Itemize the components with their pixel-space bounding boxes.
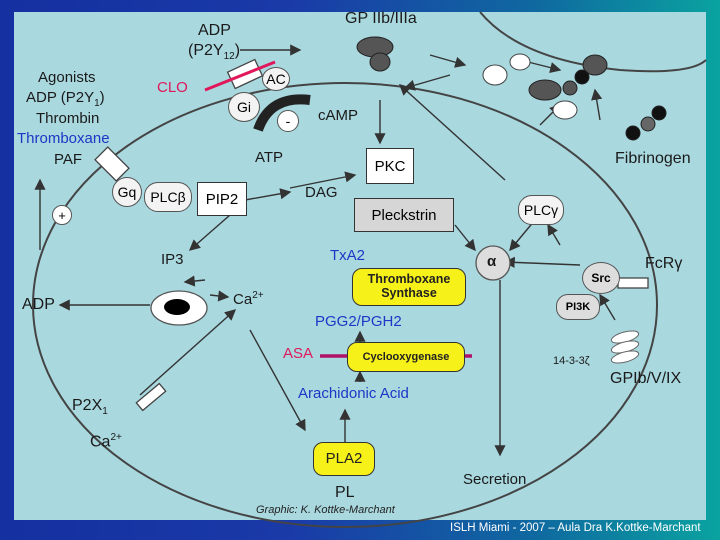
camp-arrow <box>253 94 311 132</box>
p2y12-label: (P2Y12) <box>188 42 241 63</box>
thrombin-label: Thrombin <box>36 110 100 127</box>
ip3-label: IP3 <box>161 251 184 268</box>
thromboxane-synthase-pill: Thromboxane Synthase <box>352 268 466 306</box>
integrin-icon <box>482 64 508 86</box>
fibrinogen-label: Fibrinogen <box>615 150 691 167</box>
clo-label: CLO <box>157 79 188 96</box>
pkc-box: PKC <box>366 148 414 184</box>
gq-node: Gq <box>112 177 142 207</box>
gpib-v-ix-label: GPIb/V/IX <box>610 370 682 387</box>
thromboxane-label: Thromboxane <box>17 130 110 147</box>
slide-footer: ISLH Miami - 2007 – Aula Dra K.Kottke-Ma… <box>450 522 701 534</box>
ca-out-label: Ca2+ <box>90 432 122 451</box>
agonists-label: Agonists <box>38 69 96 86</box>
plcb-node: PLCβ <box>144 182 192 212</box>
integrin-icon <box>582 54 608 76</box>
adp-p2y1-label: ADP (P2Y1) <box>26 89 105 109</box>
adjacent-platelet <box>479 11 707 73</box>
fibrinogen-icon <box>562 69 667 141</box>
paf-label: PAF <box>54 151 83 168</box>
txa2-label: TxA2 <box>330 247 366 264</box>
adp-out-label: ADP <box>22 296 55 313</box>
cell-membrane <box>32 82 658 528</box>
integrin-icon <box>369 52 391 72</box>
atp-label: ATP <box>255 149 284 166</box>
gp-iib-iiia-label: GP IIb/IIIa <box>345 10 417 27</box>
alpha-granule-label: α <box>487 253 497 270</box>
integrin-icon <box>528 79 562 101</box>
adp-p2y12-label: ADP <box>198 22 231 39</box>
fourteen-33-label: 14-3-3ζ <box>553 355 590 367</box>
ac-node: AC <box>262 67 290 91</box>
plus-node: + <box>52 205 72 225</box>
clo-inhibition-line <box>204 60 276 92</box>
integrin-icon <box>552 100 578 120</box>
camp-label: cAMP <box>318 107 359 124</box>
pip2-box: PIP2 <box>197 182 247 216</box>
ca-in-label: Ca2+ <box>233 290 264 308</box>
src-node: Src <box>582 262 620 294</box>
p2y1-receptor <box>94 146 130 182</box>
plcg-node: PLCγ <box>518 195 564 225</box>
p2x1-label: P2X1 <box>72 397 108 418</box>
dag-label: DAG <box>305 184 338 201</box>
p2x1-receptor <box>135 382 167 412</box>
pl-label: PL <box>335 484 355 501</box>
pla2-pill: PLA2 <box>313 442 375 476</box>
fcr-receptor <box>617 277 649 289</box>
graphic-credit: Graphic: K. Kottke-Marchant <box>256 504 395 516</box>
pi3k-node: PI3K <box>556 294 600 320</box>
cyclooxygenase-pill: Cyclooxygenase <box>347 342 465 372</box>
asa-label: ASA <box>283 345 314 362</box>
pgg2-label: PGG2/PGH2 <box>315 313 402 330</box>
alpha-granule <box>475 245 511 281</box>
gi-node: Gi <box>228 92 260 122</box>
integrin-icon <box>509 53 531 71</box>
minus-node: - <box>277 110 299 132</box>
secretion-label: Secretion <box>463 471 527 488</box>
pleckstrin-box: Pleckstrin <box>354 198 454 232</box>
gpib-complex-icon <box>610 330 640 364</box>
arachidonic-acid-label: Arachidonic Acid <box>298 385 409 402</box>
fcr-label: FcRγ <box>645 255 683 272</box>
